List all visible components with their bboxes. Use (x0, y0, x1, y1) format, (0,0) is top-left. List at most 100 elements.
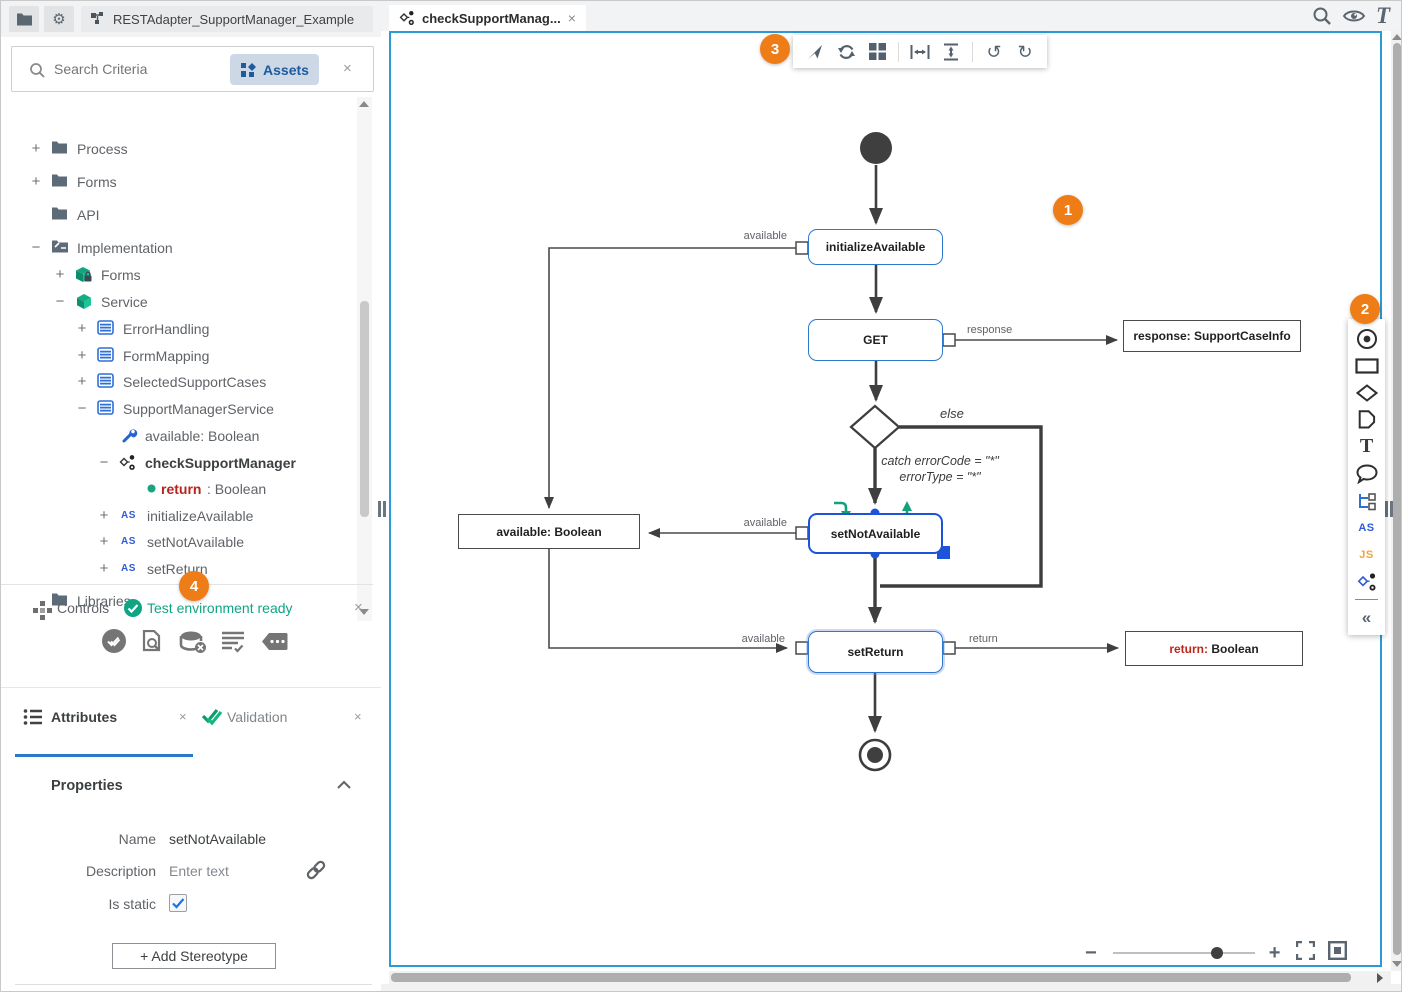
scroll-down-icon[interactable] (1392, 961, 1401, 967)
decision-tool-icon[interactable] (1348, 379, 1385, 406)
output-pin[interactable] (942, 641, 956, 655)
store-return[interactable]: return: Boolean (1125, 631, 1303, 666)
tab-attributes[interactable]: Attributes (51, 709, 118, 725)
expand-icon[interactable]: + (99, 533, 109, 550)
tab-validation[interactable]: Validation (227, 709, 288, 725)
add-stereotype-button[interactable]: + Add Stereotype (112, 943, 276, 969)
scroll-down-icon[interactable] (359, 609, 369, 615)
refresh-icon[interactable] (836, 42, 856, 62)
name-value[interactable]: setNotAvailable (169, 831, 267, 847)
vertical-scrollbar[interactable] (1391, 31, 1401, 971)
javascript-tool-icon[interactable]: JS (1359, 548, 1374, 561)
horizontal-scrollbar[interactable] (389, 971, 1391, 984)
tree-item-errorhandling[interactable]: + ErrorHandling (1, 315, 353, 342)
grid-layout-icon[interactable] (867, 42, 887, 62)
is-static-checkbox[interactable] (169, 894, 187, 912)
tree-scrollbar[interactable] (357, 97, 372, 621)
left-splitter-handle[interactable] (378, 501, 387, 517)
description-input[interactable]: Enter text (169, 863, 229, 879)
tree-item-forms[interactable]: + Forms (1, 168, 353, 195)
expand-icon[interactable]: + (31, 173, 41, 190)
collapse-palette-icon[interactable]: « (1361, 607, 1372, 627)
eye-icon[interactable] (1342, 7, 1366, 30)
scroll-up-icon[interactable] (1392, 34, 1401, 40)
expand-icon[interactable]: + (77, 373, 87, 390)
collapse-icon[interactable]: − (77, 400, 87, 417)
zoom-slider-knob[interactable] (1210, 947, 1223, 959)
folder-menu-button[interactable] (9, 6, 39, 32)
tree-item-setreturn[interactable]: + AS setReturn (1, 555, 353, 582)
signal-tool-icon[interactable] (1348, 406, 1385, 433)
zoom-out-icon[interactable]: − (1085, 941, 1097, 964)
search-box[interactable]: Search Criteria Assets × (11, 46, 374, 92)
tree-item-return[interactable]: return : Boolean (1, 475, 353, 502)
action-node-tool-icon[interactable] (1348, 352, 1385, 379)
store-available[interactable]: available: Boolean (458, 514, 640, 549)
preview-document-button[interactable] (141, 629, 164, 659)
node-setnotavailable[interactable]: setNotAvailable (808, 513, 943, 554)
close-validation-icon[interactable]: × (354, 709, 362, 724)
tree-item-checksupportmanager[interactable]: − checkSupportManager (1, 449, 353, 476)
vertical-scrollbar-thumb[interactable] (1393, 43, 1401, 955)
diagram-canvas[interactable]: initializeAvailable GET setNotAvailable … (389, 31, 1382, 967)
initial-node-tool-icon[interactable] (1348, 325, 1385, 352)
close-controls-icon[interactable]: × (354, 599, 363, 616)
tab-close-icon[interactable]: × (567, 10, 576, 26)
assets-filter-button[interactable]: Assets (230, 54, 319, 85)
tree-item-available[interactable]: available: Boolean (1, 422, 353, 449)
collapse-icon[interactable]: − (31, 239, 41, 256)
tree-item-implementation[interactable]: − Implementation (1, 234, 353, 261)
fit-to-screen-icon[interactable] (1328, 941, 1348, 965)
tree-item-setnotavailable[interactable]: + AS setNotAvailable (1, 528, 353, 555)
clear-search-icon[interactable]: × (343, 60, 352, 77)
undo-icon[interactable]: ↺ (986, 41, 1002, 62)
horizontal-scrollbar-thumb[interactable] (391, 973, 1351, 982)
node-initializeavailable[interactable]: initializeAvailable (808, 229, 943, 265)
settings-button[interactable]: ⚙ (44, 6, 74, 32)
activity-script-tool-icon[interactable]: AS (1358, 521, 1375, 534)
structure-tool-icon[interactable] (1348, 487, 1385, 514)
horizontal-spacing-icon[interactable] (910, 42, 930, 62)
node-get[interactable]: GET (808, 319, 943, 361)
run-validation-button[interactable] (101, 628, 127, 659)
expand-icon[interactable]: + (99, 507, 109, 524)
text-tool-icon[interactable]: T (1359, 435, 1374, 457)
output-pin[interactable] (795, 526, 809, 540)
pointer-tool-icon[interactable] (805, 42, 825, 62)
fullscreen-icon[interactable] (1296, 940, 1316, 965)
test-list-button[interactable] (221, 631, 245, 658)
tree-item-supportmanagerservice[interactable]: − SupportManagerService (1, 395, 353, 422)
tree-item-service[interactable]: − Service (1, 288, 353, 315)
expand-icon[interactable]: + (55, 266, 65, 283)
console-tag-button[interactable] (261, 632, 288, 656)
close-attributes-icon[interactable]: × (179, 709, 187, 724)
operation-tool-icon[interactable] (1348, 568, 1385, 595)
project-selector[interactable]: RESTAdapter_SupportManager_Example (81, 6, 373, 32)
redo-icon[interactable]: ↻ (1017, 41, 1033, 62)
collapse-section-icon[interactable] (337, 780, 351, 789)
tree-item-formmapping[interactable]: + FormMapping (1, 342, 353, 369)
initial-node[interactable] (860, 132, 892, 164)
expand-icon[interactable]: + (77, 347, 87, 364)
comment-tool-icon[interactable] (1348, 460, 1385, 487)
scroll-up-icon[interactable] (359, 101, 369, 107)
expand-icon[interactable]: + (99, 560, 109, 577)
vertical-spacing-icon[interactable] (941, 42, 961, 62)
tree-item-process[interactable]: + Process (1, 135, 353, 162)
tab-checkSupportManager[interactable]: checkSupportManag... × (389, 5, 586, 31)
collapse-icon[interactable]: − (99, 454, 109, 471)
decision-node[interactable] (849, 404, 901, 450)
search-icon[interactable] (1311, 5, 1333, 32)
expand-icon[interactable]: + (31, 140, 41, 157)
tree-item-libraries[interactable]: Libraries (1, 587, 353, 614)
text-tool-icon[interactable]: T (1376, 3, 1391, 28)
tree-item-api[interactable]: API (1, 201, 353, 228)
tree-item-selectedsupportcases[interactable]: + SelectedSupportCases (1, 368, 353, 395)
scroll-right-icon[interactable] (1377, 973, 1383, 983)
node-setreturn[interactable]: setReturn (808, 631, 943, 673)
expand-icon[interactable]: + (77, 320, 87, 337)
link-icon[interactable] (305, 859, 327, 881)
zoom-in-icon[interactable]: + (1268, 941, 1281, 964)
output-pin[interactable] (942, 333, 956, 347)
clear-database-button[interactable] (179, 631, 207, 659)
